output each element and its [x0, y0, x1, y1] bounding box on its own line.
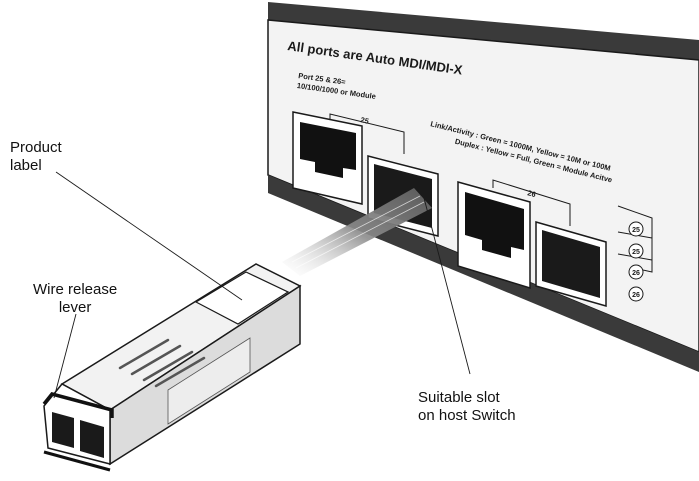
- callout-product-label-line-2: label: [10, 157, 42, 174]
- wire-release-lever: [42, 392, 114, 418]
- callout-product-label-line-1: Product: [10, 139, 62, 156]
- product-label-leader: [55, 171, 243, 301]
- slot-leader: [423, 197, 471, 375]
- led-3-label: 26: [632, 270, 640, 277]
- led-4-icon: [628, 286, 644, 302]
- port-26-label: 26: [526, 188, 536, 199]
- led-3-icon: [628, 264, 644, 280]
- sfp-fiber-port-2: [80, 420, 104, 458]
- led-1-icon: [628, 221, 644, 237]
- led-2-icon: [628, 243, 644, 259]
- callout-wire-release-line-2: lever: [58, 299, 92, 316]
- sfp-slot-26: [535, 221, 607, 307]
- sfp-module: [42, 263, 302, 472]
- sfp-fiber-port-1: [52, 412, 74, 448]
- rj45-port-26: [457, 181, 531, 290]
- led-1-label: 25: [632, 227, 640, 234]
- callout-wire-release-line-1: Wire release: [33, 281, 118, 298]
- led-indicators: 25 25 26 26: [628, 221, 644, 302]
- callout-product-label: Product label: [10, 139, 62, 175]
- port-25-label: 25: [360, 115, 370, 126]
- insertion-beam: [282, 188, 432, 276]
- callout-host-slot-line-1: Suitable slot: [418, 389, 500, 406]
- led-2-label: 25: [632, 249, 640, 256]
- callout-host-slot-line-2: on host Switch: [418, 407, 516, 424]
- callout-host-slot: Suitable slot on host Switch: [418, 389, 516, 425]
- product-label-area: [194, 271, 290, 325]
- callout-wire-release: Wire release lever: [33, 281, 117, 317]
- wire-release-leader: [53, 313, 77, 399]
- rj45-port-25: [292, 111, 363, 205]
- switch-panel: All ports are Auto MDI/MDI-X Port 25 & 2…: [267, 2, 699, 372]
- panel-top-edge: [268, 2, 699, 60]
- port-26-bracket: [492, 179, 571, 226]
- led-4-label: 26: [632, 292, 640, 299]
